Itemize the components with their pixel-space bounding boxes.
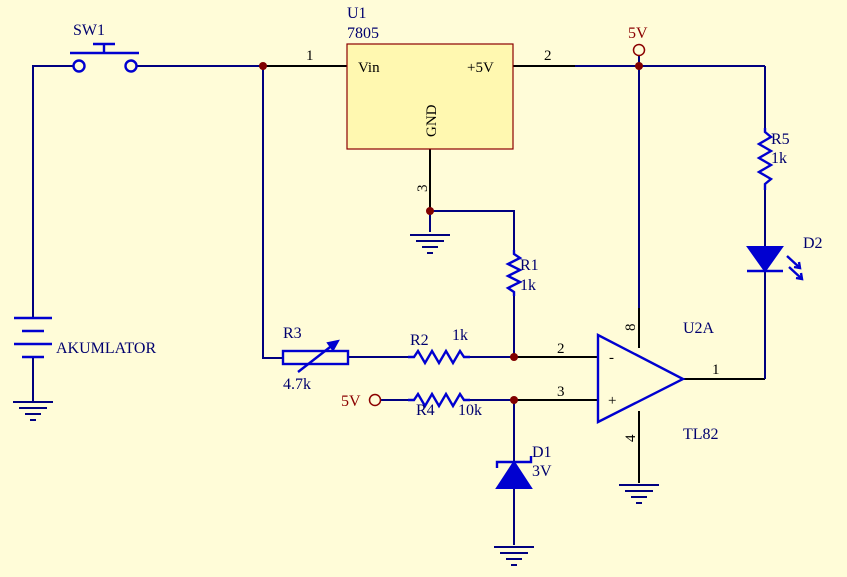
ground-icon [13, 398, 53, 421]
r2-ref-label: R2 [410, 332, 429, 349]
r5-ref-label: R5 [771, 131, 790, 148]
ground-symbols [13, 234, 659, 566]
regulator-pin-gnd: 3 [415, 185, 431, 193]
regulator-ref-label: U1 [347, 5, 367, 22]
regulator-vin-label: Vin [358, 60, 380, 76]
opamp-pin-vcc: 8 [623, 324, 639, 332]
diode-d1: D1 3V [495, 444, 552, 489]
wires [32, 56, 766, 545]
opamp-pin-out: 1 [712, 362, 720, 378]
junctions [259, 62, 643, 404]
opamp-ref-label: U2A [683, 320, 715, 337]
regulator-pin-out: 2 [544, 48, 552, 64]
battery-label: AKUMLATOR [56, 340, 156, 357]
r2-value-label: 1k [452, 327, 468, 344]
opamp-minus-label: - [609, 350, 614, 366]
power-left-label: 5V [341, 393, 361, 410]
ground-icon [619, 484, 659, 504]
regulator-gnd-label: GND [424, 104, 440, 137]
opamp-pin-gnd: 4 [623, 434, 639, 442]
d1-ref-label: D1 [532, 444, 552, 461]
opamp-part-label: TL82 [683, 426, 719, 443]
regulator-pin-in: 1 [306, 48, 314, 64]
battery-akumlator: AKUMLATOR [14, 316, 156, 359]
r1-value-label: 1k [520, 277, 536, 294]
opamp-pin-minus: 2 [557, 341, 565, 357]
r3-ref-label: R3 [283, 325, 302, 342]
r1-ref-label: R1 [520, 257, 539, 274]
power-top-label: 5V [628, 25, 648, 42]
d1-value-label: 3V [532, 463, 552, 480]
resistor-r5: R5 1k [756, 128, 790, 190]
ground-icon [494, 546, 534, 566]
d2-ref-label: D2 [803, 235, 823, 252]
regulator-vout-label: +5V [467, 60, 494, 76]
power-5v-top: 5V [628, 25, 648, 57]
ground-icon [410, 234, 450, 254]
power-5v-left: 5V [341, 393, 382, 410]
opamp-plus-label: + [608, 393, 616, 409]
opamp-u2a: - + U2A TL82 2 3 1 8 4 [557, 320, 720, 443]
opamp-pin-plus: 3 [557, 384, 565, 400]
potentiometer-r3: R3 4.7k [281, 325, 350, 393]
r3-value-label: 4.7k [283, 376, 311, 393]
resistor-r2: R2 1k [408, 327, 470, 366]
led-d2: D2 [746, 235, 823, 281]
switch-ref-label: SW1 [73, 22, 105, 39]
resistor-r1: R1 1k [505, 250, 539, 296]
r4-ref-label: R4 [416, 402, 435, 419]
regulator-part-label: 7805 [347, 25, 379, 42]
regulator-u1: U1 7805 Vin +5V GND 1 2 3 [306, 5, 552, 192]
r5-value-label: 1k [771, 150, 787, 167]
resistor-r4: R4 10k [408, 391, 482, 419]
r4-value-label: 10k [458, 402, 482, 419]
switch-sw1: SW1 [70, 22, 139, 73]
